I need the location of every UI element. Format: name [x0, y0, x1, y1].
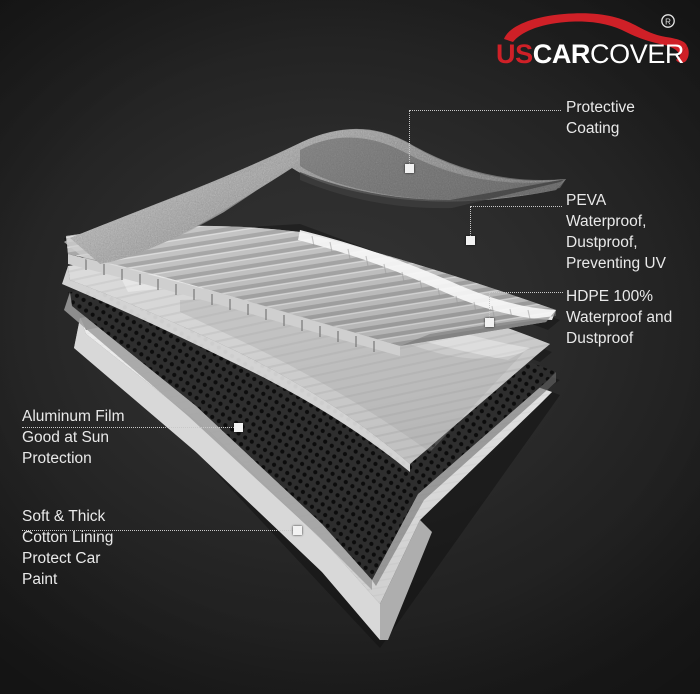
logo-text-car: CAR: [532, 39, 591, 69]
callout-protective-coating: Protective Coating: [566, 99, 635, 137]
callout-peva: PEVA Waterproof, Dustproof, Preventing U…: [566, 192, 666, 272]
logo-text-cover: COVER: [590, 39, 685, 69]
car-silhouette-icon: R: [504, 13, 689, 63]
marker-hdpe: [485, 318, 494, 327]
callout-hdpe: HDPE 100% Waterproof and Dustproof: [566, 288, 673, 347]
logo-wordmark: USCARCOVER: [496, 41, 684, 68]
marker-cotton-lining: [293, 526, 302, 535]
callout-aluminum-film: Aluminum Film Good at Sun Protection: [22, 408, 125, 467]
callout-cotton-lining: Soft & Thick Cotton Lining Protect Car P…: [22, 508, 114, 588]
logo-text-us: US: [496, 39, 533, 69]
marker-peva: [466, 236, 475, 245]
marker-protective-coating: [405, 164, 414, 173]
layer-peva: [64, 224, 560, 356]
svg-text:R: R: [665, 17, 671, 26]
registered-trademark-icon: R: [661, 14, 675, 28]
marker-aluminum-film: [234, 423, 243, 432]
layer-protective-coating: [64, 128, 566, 266]
uscarcover-logo[interactable]: R USCARCOVER: [494, 8, 694, 70]
